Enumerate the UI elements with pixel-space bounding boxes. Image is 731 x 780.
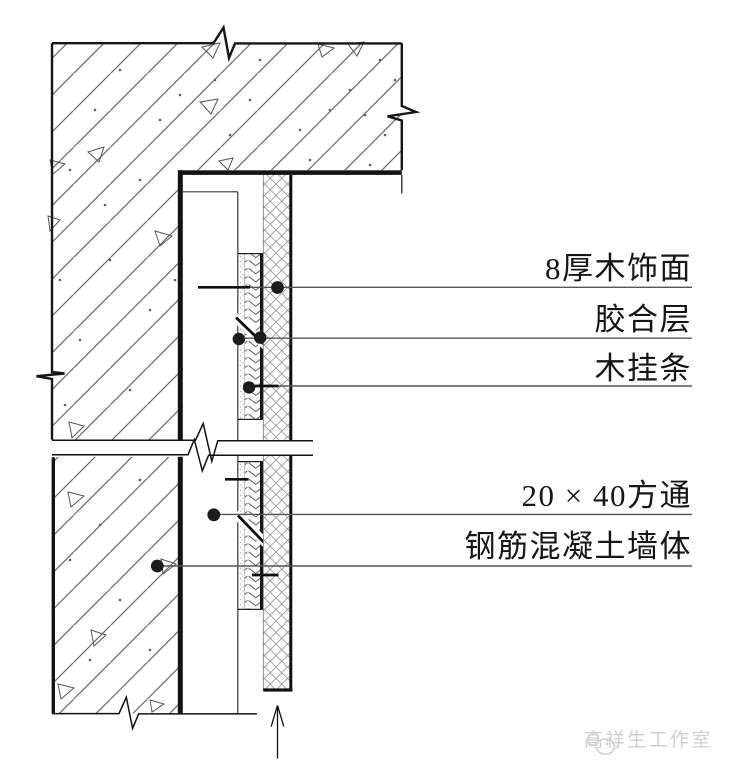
callout-glue-layer: 胶合层 xyxy=(594,302,692,337)
dot-batten xyxy=(242,381,256,394)
annotation-dots xyxy=(150,281,284,573)
dot-tube xyxy=(207,508,221,522)
fixing-tick-marks xyxy=(225,477,279,577)
callout-wood-veneer: 8厚木饰面 xyxy=(545,251,692,286)
veneer-face-line xyxy=(289,174,293,692)
wall-face-upper xyxy=(177,170,183,440)
callout-square-tube: 20 × 40方通 xyxy=(521,478,692,513)
dot-veneer xyxy=(271,281,284,294)
callout-wood-batten: 木挂条 xyxy=(594,351,692,386)
section-continuation-arrow xyxy=(270,705,285,759)
concrete-outer-edges xyxy=(36,24,421,440)
wall-face-lower xyxy=(177,456,183,714)
veneer-bottom-edge xyxy=(263,688,293,692)
structure-outlines xyxy=(36,24,421,714)
wood-veneer-panel xyxy=(262,174,293,692)
section-break-band xyxy=(44,421,314,474)
concrete-structure-hatch xyxy=(52,43,402,714)
dot-glue-left xyxy=(232,332,245,346)
callout-rc-wall: 钢筋混凝土墙体 xyxy=(464,529,692,564)
dot-glue-right xyxy=(254,331,267,344)
dot-wall xyxy=(150,559,164,573)
leader-tick-overlays xyxy=(198,285,279,388)
batten-joint-lower xyxy=(233,510,264,547)
studio-watermark: 高祥生工作室 xyxy=(584,731,713,755)
glue-stipple-layer-lower xyxy=(237,461,245,610)
concrete-speck-dots xyxy=(58,58,397,662)
slab-soffit-line xyxy=(178,170,402,175)
wall-bottom-break-line xyxy=(52,694,257,731)
leader-lines xyxy=(157,286,692,567)
wood-batten-assembly xyxy=(233,253,264,610)
studio-logo-icon xyxy=(586,733,620,755)
